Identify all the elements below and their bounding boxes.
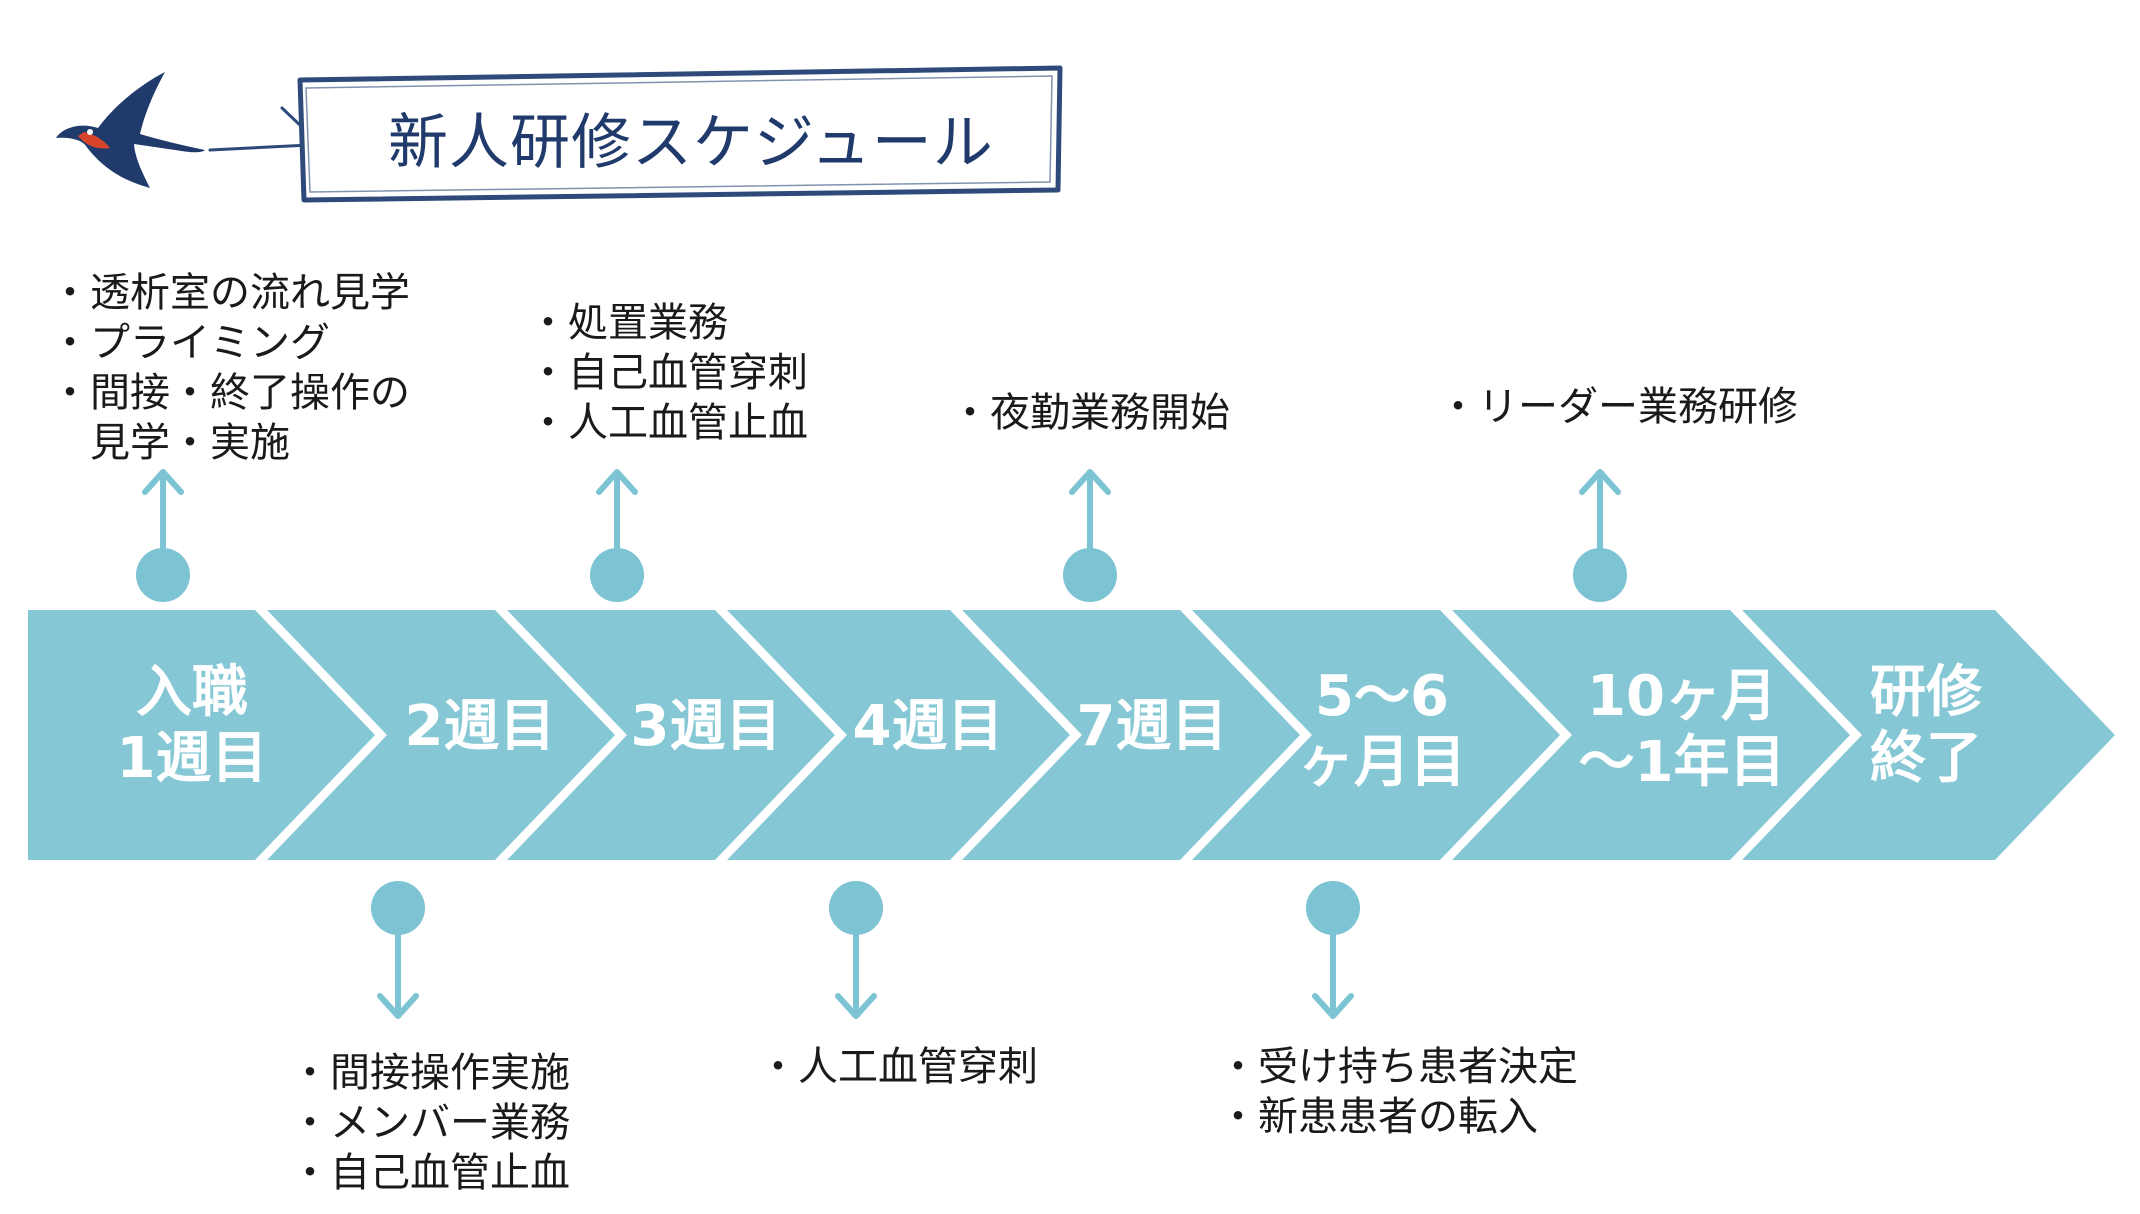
stage-label-line: 終了 [1870,726,1982,791]
event-item: 間接操作実施 [290,1048,570,1098]
event-item: 透析室の流れ見学 [50,268,410,318]
event-item: メンバー業務 [290,1098,570,1148]
event-item: 夜勤業務開始 [950,388,1230,438]
marker-dot-above-2 [590,548,644,602]
event-item: 受け持ち患者決定 [1218,1042,1578,1092]
page-title: 新人研修スケジュール [388,108,994,178]
stage-label-line: 5〜6 [1315,664,1449,729]
swallow-bird-icon [56,72,205,188]
timeline-bar [28,610,2115,860]
event-item: 新患患者の転入 [1218,1092,1578,1142]
event-item: 人工血管止血 [528,398,808,448]
timeline-chevron-7 [1452,610,1850,860]
marker-dot-above-4 [1573,548,1627,602]
stage-label-line: 4週目 [852,694,1004,759]
ribbon-banner-icon [297,65,1063,203]
marker-dot-above-3 [1063,548,1117,602]
event-item: 自己血管止血 [290,1148,570,1198]
marker-dot-below-1 [371,881,425,935]
stage-label-8: 研修 終了 [1826,660,2026,792]
stage-label-6: 5〜6 ヶ月目 [1262,664,1502,796]
stage-label-line: 1週目 [116,726,268,791]
timeline-chevron-4 [727,610,1070,860]
down-arrow-icon [1312,993,1354,1019]
up-arrow-icon [1069,469,1111,495]
stage-label-line: 3週目 [630,694,782,759]
event-notes-month10: リーダー業務研修 [1438,382,1798,432]
event-item: 見学・実施 [90,420,290,466]
stage-label-1: 入職 1週目 [92,660,292,792]
stage-label-4: 4週目 [828,694,1028,760]
timeline-chevron-1 [28,610,375,860]
event-notes-week2: 間接操作実施 メンバー業務 自己血管止血 [290,1048,570,1198]
up-arrow-icon [1579,469,1621,495]
timeline-chevron-8 [1742,610,2115,860]
event-item: リーダー業務研修 [1438,382,1798,432]
down-arrow-icon [835,993,877,1019]
event-notes-week7: 夜勤業務開始 [950,388,1230,438]
up-arrow-icon [142,469,184,495]
up-arrow-icon [596,469,638,495]
stage-label-5: 7週目 [1052,694,1252,760]
event-item: 処置業務 [528,298,808,348]
marker-dot-below-3 [1306,881,1360,935]
stage-label-3: 3週目 [606,694,806,760]
event-notes-week3: 処置業務 自己血管穿刺 人工血管止血 [528,298,808,448]
stage-label-line: 7週目 [1076,694,1228,759]
stage-label-7: 10ヶ月 〜1年目 [1552,664,1812,796]
marker-dot-above-1 [136,548,190,602]
marker-dot-below-2 [829,881,883,935]
event-item: 人工血管穿刺 [758,1042,1038,1092]
stage-label-2: 2週目 [380,694,580,760]
timeline-chevron-5 [962,610,1300,860]
stage-label-line: 10ヶ月 [1587,664,1777,729]
stage-label-line: 研修 [1870,660,1982,725]
stage-label-line: 〜1年目 [1578,730,1786,795]
stage-label-line: 入職 [136,660,248,725]
event-item: 自己血管穿刺 [528,348,808,398]
timeline-chevron-6 [1192,610,1560,860]
event-item: 間接・終了操作の [50,368,410,418]
timeline-chevron-3 [507,610,835,860]
down-arrow-icon [377,993,419,1019]
event-item: プライミング [50,318,410,368]
event-notes-week1: 透析室の流れ見学 プライミング 間接・終了操作の 見学・実施 [50,268,410,468]
event-notes-week4: 人工血管穿刺 [758,1042,1038,1092]
event-notes-month5: 受け持ち患者決定 新患患者の転入 [1218,1042,1578,1142]
stage-label-line: 2週目 [404,694,556,759]
timeline-chevron-2 [267,610,615,860]
timeline-markers [136,469,1627,1019]
stage-label-line: ヶ月目 [1298,730,1466,795]
